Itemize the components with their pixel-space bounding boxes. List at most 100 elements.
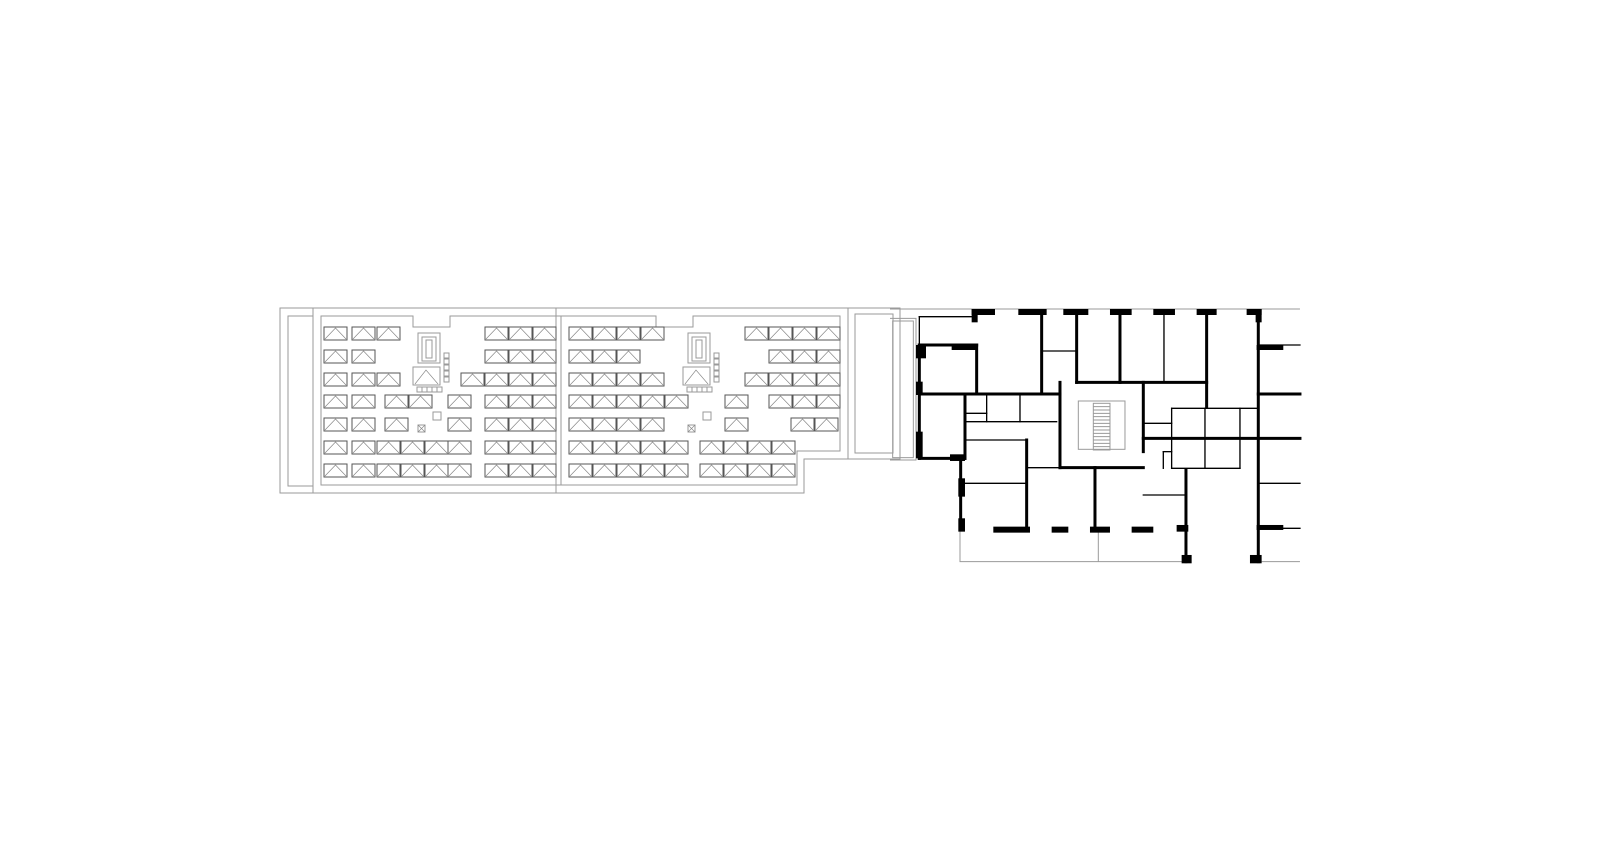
- solar-panel: [351, 463, 376, 478]
- solar-panel: [376, 326, 401, 341]
- wall-pier: [1256, 524, 1284, 530]
- wall-pier: [951, 344, 977, 350]
- solar-panel: [616, 394, 641, 409]
- wall-pier: [915, 381, 923, 395]
- solar-panel: [768, 372, 793, 387]
- solar-panel: [532, 349, 557, 364]
- solar-panel: [532, 326, 557, 341]
- solar-panel: [351, 440, 376, 455]
- wall-pier: [958, 518, 965, 532]
- solar-panel: [568, 463, 593, 478]
- wall-pier: [1181, 554, 1192, 564]
- solar-panel: [768, 326, 793, 341]
- solar-panel: [616, 440, 641, 455]
- solar-panel: [351, 417, 376, 432]
- wall-pier: [1256, 344, 1284, 350]
- solar-panel: [616, 326, 641, 341]
- solar-panel: [816, 326, 841, 341]
- solar-panel: [792, 349, 817, 364]
- solar-panel: [768, 394, 793, 409]
- solar-panel: [484, 417, 509, 432]
- solar-panel: [592, 349, 617, 364]
- solar-panel: [640, 440, 665, 455]
- solar-panel: [592, 463, 617, 478]
- wall-pier: [1018, 308, 1047, 315]
- wall-pier: [1089, 526, 1110, 533]
- solar-panel: [484, 394, 509, 409]
- solar-panel: [532, 394, 557, 409]
- solar-panel: [771, 463, 796, 478]
- solar-panel: [351, 372, 376, 387]
- wall-pier: [915, 344, 926, 359]
- solar-panel: [640, 394, 665, 409]
- solar-panel: [460, 372, 485, 387]
- roof-hatch: [412, 332, 450, 421]
- solar-panel: [400, 440, 425, 455]
- wall-pier: [1109, 308, 1132, 315]
- solar-panel: [323, 326, 348, 341]
- solar-panel: [723, 463, 748, 478]
- solar-panel: [376, 463, 401, 478]
- wall-pier: [1063, 308, 1089, 315]
- solar-panel: [484, 372, 509, 387]
- solar-panel: [640, 463, 665, 478]
- vent-icon: [417, 424, 426, 433]
- solar-panel: [447, 394, 472, 409]
- solar-panel: [532, 463, 557, 478]
- solar-panel: [616, 372, 641, 387]
- solar-panel: [424, 463, 449, 478]
- vent-icon: [687, 424, 696, 433]
- apartment-floor-plan: [890, 308, 1302, 564]
- solar-panel: [484, 349, 509, 364]
- solar-panel: [447, 417, 472, 432]
- balcony-strip-inner: [287, 315, 314, 487]
- wall-pier: [1153, 308, 1175, 315]
- solar-panel: [568, 372, 593, 387]
- solar-panel: [323, 372, 348, 387]
- wall-pier: [1131, 526, 1154, 533]
- solar-panel: [744, 372, 769, 387]
- solar-panel: [508, 349, 533, 364]
- solar-panel: [747, 440, 772, 455]
- solar-panel: [616, 417, 641, 432]
- solar-panel: [724, 394, 749, 409]
- solar-panel: [744, 326, 769, 341]
- solar-panel: [699, 463, 724, 478]
- solar-panel: [351, 394, 376, 409]
- solar-panel: [508, 394, 533, 409]
- solar-panel: [640, 372, 665, 387]
- wall-pier: [993, 526, 1030, 533]
- solar-panel: [384, 394, 409, 409]
- solar-panel: [640, 417, 665, 432]
- solar-panel: [724, 417, 749, 432]
- roof-annex: [847, 307, 901, 460]
- solar-panel: [568, 394, 593, 409]
- solar-panel: [384, 417, 409, 432]
- solar-panel: [508, 372, 533, 387]
- solar-panel: [592, 394, 617, 409]
- balcony-strip: [279, 307, 314, 494]
- solar-panel: [484, 463, 509, 478]
- roof-parapet: [320, 315, 841, 486]
- solar-panel: [351, 349, 376, 364]
- solar-panel: [532, 417, 557, 432]
- solar-panel: [323, 440, 348, 455]
- wall-pier: [1176, 524, 1189, 532]
- solar-panel: [816, 394, 841, 409]
- solar-panel: [484, 326, 509, 341]
- solar-panel: [568, 326, 593, 341]
- solar-panel: [351, 326, 376, 341]
- solar-panel: [768, 349, 793, 364]
- balcony: [892, 320, 914, 459]
- solar-panel: [723, 440, 748, 455]
- solar-panel: [376, 372, 401, 387]
- solar-panel: [592, 326, 617, 341]
- solar-panel: [664, 394, 689, 409]
- solar-panel: [592, 440, 617, 455]
- solar-panel: [616, 349, 641, 364]
- solar-panel: [592, 372, 617, 387]
- roof-annex-inner: [854, 313, 894, 454]
- wall-pier: [971, 308, 995, 315]
- solar-panel: [376, 440, 401, 455]
